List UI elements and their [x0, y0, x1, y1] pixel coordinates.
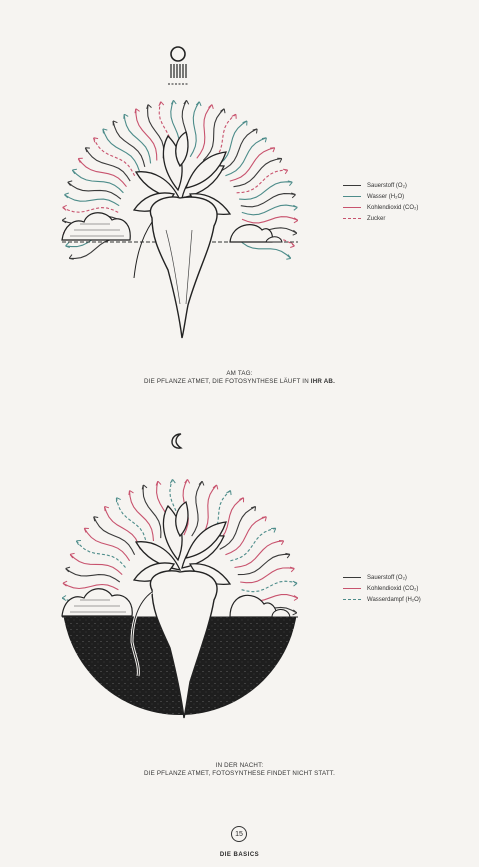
flow-arrow: [85, 148, 130, 181]
day-legend: Sauerstoff (O₂) Wasser (H₂O) Kohlendioxi…: [343, 180, 418, 224]
legend-item-sauerstoff: Sauerstoff (O₂): [343, 180, 418, 191]
sun-icon: [166, 44, 190, 90]
flow-arrow-head: [293, 581, 297, 586]
flow-arrow-head: [271, 528, 276, 532]
flow-arrow-head: [104, 506, 109, 511]
legend-label: Kohlendioxid (CO₂): [367, 586, 418, 592]
legend-line: [343, 577, 361, 578]
flow-arrow-head: [262, 517, 267, 522]
night-diagram: [40, 472, 320, 722]
flow-arrow: [130, 490, 154, 541]
day-diagram: [40, 90, 320, 340]
legend-item-wasser: Wasser (H₂O): [343, 191, 418, 202]
flow-arrow: [63, 583, 119, 590]
legend-line: [343, 207, 361, 208]
night-legend: Sauerstoff (O₂) Kohlendioxid (CO₂) Wasse…: [343, 572, 421, 605]
flow-arrow: [235, 541, 284, 568]
legend-label: Wasserdampf (H₂O): [367, 597, 421, 603]
flow-arrow: [239, 182, 292, 200]
flow-arrow: [64, 195, 119, 206]
flow-arrow-head: [103, 129, 108, 134]
legend-line: [343, 196, 361, 197]
day-caption-title: AM TAG:: [0, 370, 479, 378]
section-title: DIE BASICS: [0, 852, 479, 858]
flow-arrow: [238, 554, 290, 574]
legend-item-sauerstoff: Sauerstoff (O₂): [343, 572, 421, 583]
flow-arrow-head: [159, 102, 164, 106]
flow-arrow-head: [63, 205, 67, 210]
flow-arrow-head: [170, 479, 175, 483]
flow-arrow-head: [294, 218, 298, 223]
flow-arrow: [237, 170, 288, 193]
flow-arrow-head: [290, 567, 295, 572]
flow-arrow: [192, 481, 203, 536]
legend-item-zucker: Zucker: [343, 213, 418, 224]
flow-arrow: [66, 569, 120, 583]
flow-arrow-head: [185, 479, 190, 483]
legend-label: Wasser (H₂O): [367, 194, 404, 200]
page-number: 15: [231, 826, 247, 842]
flow-arrow: [242, 217, 298, 223]
day-plant-root: [150, 197, 217, 338]
flow-arrow-head: [262, 138, 267, 143]
legend-item-kohlendioxid: Kohlendioxid (CO₂): [343, 583, 421, 594]
flow-arrow-head: [94, 138, 99, 143]
flow-arrow: [84, 528, 129, 561]
flow-arrow-head: [62, 218, 66, 223]
day-caption-text: DIE PFLANZE ATMET, DIE FOTOSYNTHESE LÄUF…: [0, 378, 479, 386]
legend-label: Sauerstoff (O₂): [367, 575, 407, 581]
day-rock-right: [230, 225, 272, 242]
legend-item-wasserdampf: Wasserdampf (H₂O): [343, 594, 421, 605]
day-caption: AM TAG: DIE PFLANZE ATMET, DIE FOTOSYNTH…: [0, 370, 479, 386]
night-caption-text: DIE PFLANZE ATMET, FOTOSYNTHESE FINDET N…: [0, 770, 479, 778]
flow-arrow-head: [171, 100, 176, 104]
legend-label: Kohlendioxid (CO₂): [367, 205, 418, 211]
flow-arrow-head: [62, 596, 66, 601]
legend-label: Zucker: [367, 216, 385, 222]
legend-item-kohlendioxid: Kohlendioxid (CO₂): [343, 202, 418, 213]
flow-arrow-head: [291, 193, 296, 198]
flow-arrow: [116, 498, 146, 545]
flow-arrow-head: [294, 596, 298, 601]
flow-arrow: [63, 207, 119, 212]
legend-line: [343, 588, 361, 589]
flow-arrow: [197, 104, 212, 158]
flow-arrow-head: [293, 205, 297, 210]
flow-arrow: [240, 568, 294, 583]
flow-arrow-head: [283, 169, 288, 174]
night-caption-title: IN DER NACHT:: [0, 762, 479, 770]
flow-arrow-head: [184, 100, 189, 104]
flow-arrow: [234, 159, 282, 187]
flow-arrow-head: [156, 481, 161, 485]
legend-label: Sauerstoff (O₂): [367, 183, 407, 189]
legend-line: [343, 218, 361, 219]
flow-arrow-head: [65, 243, 69, 248]
moon-icon: [170, 432, 186, 450]
legend-line: [343, 599, 361, 600]
flow-arrow-head: [270, 148, 275, 152]
flow-arrow: [190, 102, 199, 157]
night-caption: IN DER NACHT: DIE PFLANZE ATMET, FOTOSYN…: [0, 762, 479, 778]
legend-line: [343, 185, 361, 186]
